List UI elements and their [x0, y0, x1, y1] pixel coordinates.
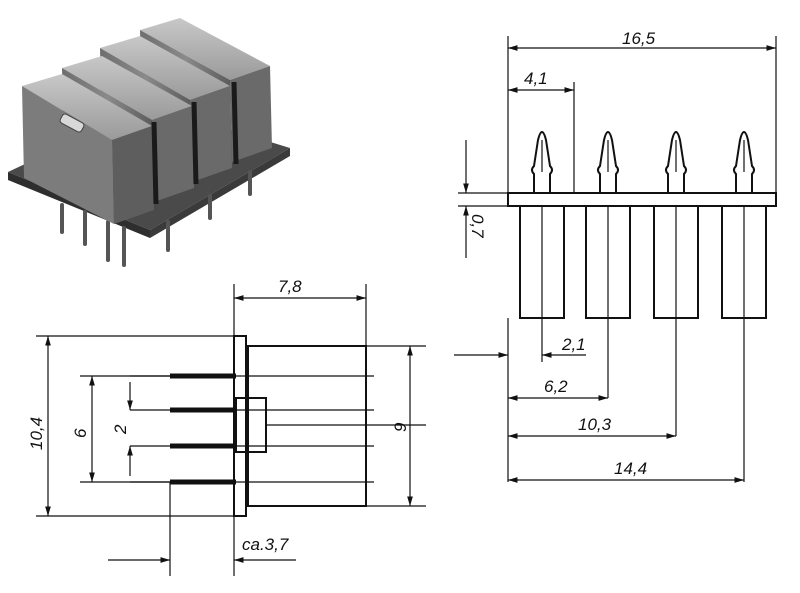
dim-16-5: 16,5 — [622, 29, 656, 48]
side-view: 16,5 4,1 0,7 2,1 6,2 10,3 14,4 — [454, 29, 777, 483]
dim-2-1: 2,1 — [561, 335, 586, 354]
dim-10-4: 10,4 — [27, 417, 46, 450]
dim-ca-3-7: ca.3,7 — [242, 535, 289, 554]
dim-2: 2 — [111, 424, 130, 435]
dim-4-1: 4,1 — [524, 69, 548, 88]
dim-6-2: 6,2 — [544, 377, 568, 396]
dim-10-3: 10,3 — [578, 415, 612, 434]
component-illustration — [8, 18, 290, 267]
dim-0-7: 0,7 — [468, 214, 487, 238]
dim-14-4: 14,4 — [614, 459, 647, 478]
dim-7-8: 7,8 — [278, 277, 302, 296]
dim-9: 9 — [391, 422, 410, 432]
top-view: 7,8 10,4 6 2 9 ca.3,7 — [27, 277, 426, 576]
block-1 — [22, 74, 154, 224]
dim-6: 6 — [71, 428, 90, 438]
